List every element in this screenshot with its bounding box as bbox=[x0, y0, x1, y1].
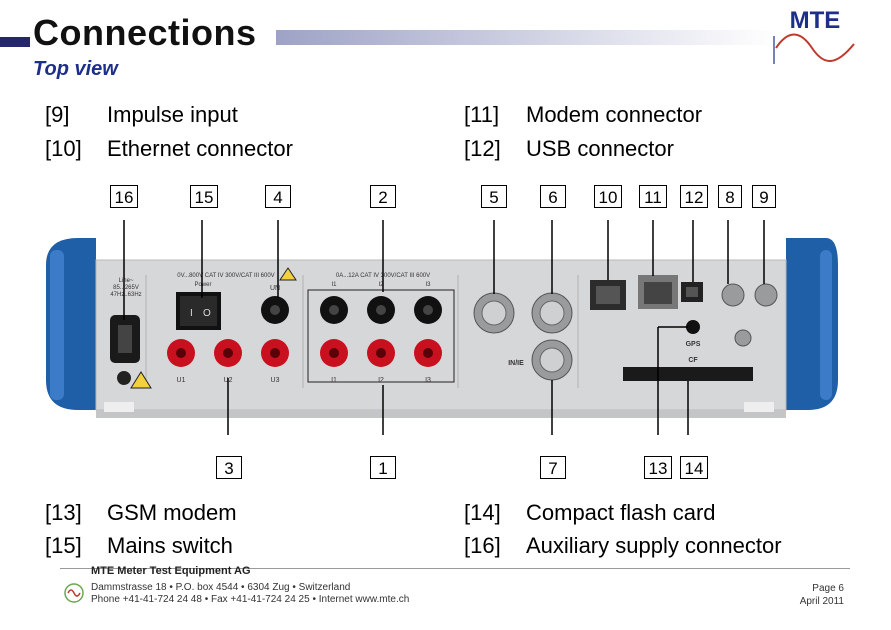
legend-item-14: [14]Compact flash card bbox=[464, 500, 716, 525]
device-top-view: Line~ 85...265V 47Hz..63Hz 0V...800V CAT… bbox=[38, 208, 844, 455]
callout-14: 14 bbox=[680, 456, 708, 479]
callout-12: 12 bbox=[680, 185, 708, 208]
footer-logo-icon bbox=[64, 583, 84, 603]
svg-text:I1: I1 bbox=[331, 282, 337, 288]
svg-text:GPS: GPS bbox=[686, 341, 701, 348]
footer-contact: Phone +41-41-724 24 48 • Fax +41-41-724 … bbox=[91, 594, 410, 605]
callout-7: 7 bbox=[540, 456, 566, 479]
svg-text:0V...800V CAT IV 300V/CAT III: 0V...800V CAT IV 300V/CAT III 600V bbox=[177, 273, 274, 279]
legend-item-13: [13]GSM modem bbox=[45, 500, 237, 525]
page-date: April 2011 bbox=[799, 596, 844, 607]
page-subtitle: Top view bbox=[33, 58, 118, 80]
svg-text:I1: I1 bbox=[331, 377, 337, 384]
svg-text:Line~: Line~ bbox=[119, 278, 134, 284]
svg-text:Power: Power bbox=[194, 282, 211, 288]
legend-item-12: [12]USB connector bbox=[464, 136, 674, 161]
svg-text:U1: U1 bbox=[177, 377, 186, 384]
callout-16: 16 bbox=[110, 185, 138, 208]
socket-9 bbox=[754, 283, 778, 307]
svg-text:IN/IE: IN/IE bbox=[508, 360, 524, 367]
svg-text:85...265V: 85...265V bbox=[113, 285, 139, 291]
callout-11: 11 bbox=[639, 185, 667, 208]
svg-text:I3: I3 bbox=[425, 282, 431, 288]
mte-logo: MTE bbox=[772, 6, 858, 66]
callout-5: 5 bbox=[481, 185, 507, 208]
callout-13: 13 bbox=[644, 456, 672, 479]
footer-divider bbox=[60, 568, 850, 569]
legend-item-15: [15]Mains switch bbox=[45, 533, 233, 558]
page-title: Connections bbox=[33, 12, 257, 53]
legend-item-10: [10]Ethernet connector bbox=[45, 136, 293, 161]
logo-text: MTE bbox=[790, 7, 841, 34]
title-bullet bbox=[0, 37, 30, 47]
footer-address: Dammstrasse 18 • P.O. box 4544 • 6304 Zu… bbox=[91, 582, 351, 593]
circular-connectors bbox=[473, 292, 573, 381]
legend-item-11: [11]Modem connector bbox=[464, 102, 703, 127]
gps-connector bbox=[686, 320, 700, 334]
svg-text:I2: I2 bbox=[378, 377, 384, 384]
callout-10: 10 bbox=[594, 185, 622, 208]
callout-9: 9 bbox=[752, 185, 776, 208]
socket-8 bbox=[721, 283, 745, 307]
legend-item-9: [9]Impulse input bbox=[45, 102, 238, 127]
svg-text:U3: U3 bbox=[271, 377, 280, 384]
title-gradient-bar bbox=[276, 30, 776, 45]
svg-text:UN: UN bbox=[270, 285, 280, 292]
callout-1: 1 bbox=[370, 456, 396, 479]
legend-item-16: [16]Auxiliary supply connector bbox=[464, 533, 782, 558]
callout-6: 6 bbox=[540, 185, 566, 208]
fuse-holder bbox=[117, 371, 131, 385]
svg-text:I: I bbox=[190, 308, 193, 319]
svg-text:CF: CF bbox=[688, 357, 698, 364]
callout-2: 2 bbox=[370, 185, 396, 208]
cf-card-slot bbox=[623, 367, 753, 381]
svg-text:O: O bbox=[203, 308, 211, 319]
page-number: Page 6 bbox=[812, 583, 844, 594]
callout-4: 4 bbox=[265, 185, 291, 208]
svg-text:I3: I3 bbox=[425, 377, 431, 384]
footer-company: MTE Meter Test Equipment AG bbox=[91, 565, 251, 577]
svg-text:I2: I2 bbox=[378, 282, 384, 288]
callout-15: 15 bbox=[190, 185, 218, 208]
callout-3: 3 bbox=[216, 456, 242, 479]
svg-text:47Hz..63Hz: 47Hz..63Hz bbox=[110, 292, 141, 298]
callout-8: 8 bbox=[718, 185, 742, 208]
